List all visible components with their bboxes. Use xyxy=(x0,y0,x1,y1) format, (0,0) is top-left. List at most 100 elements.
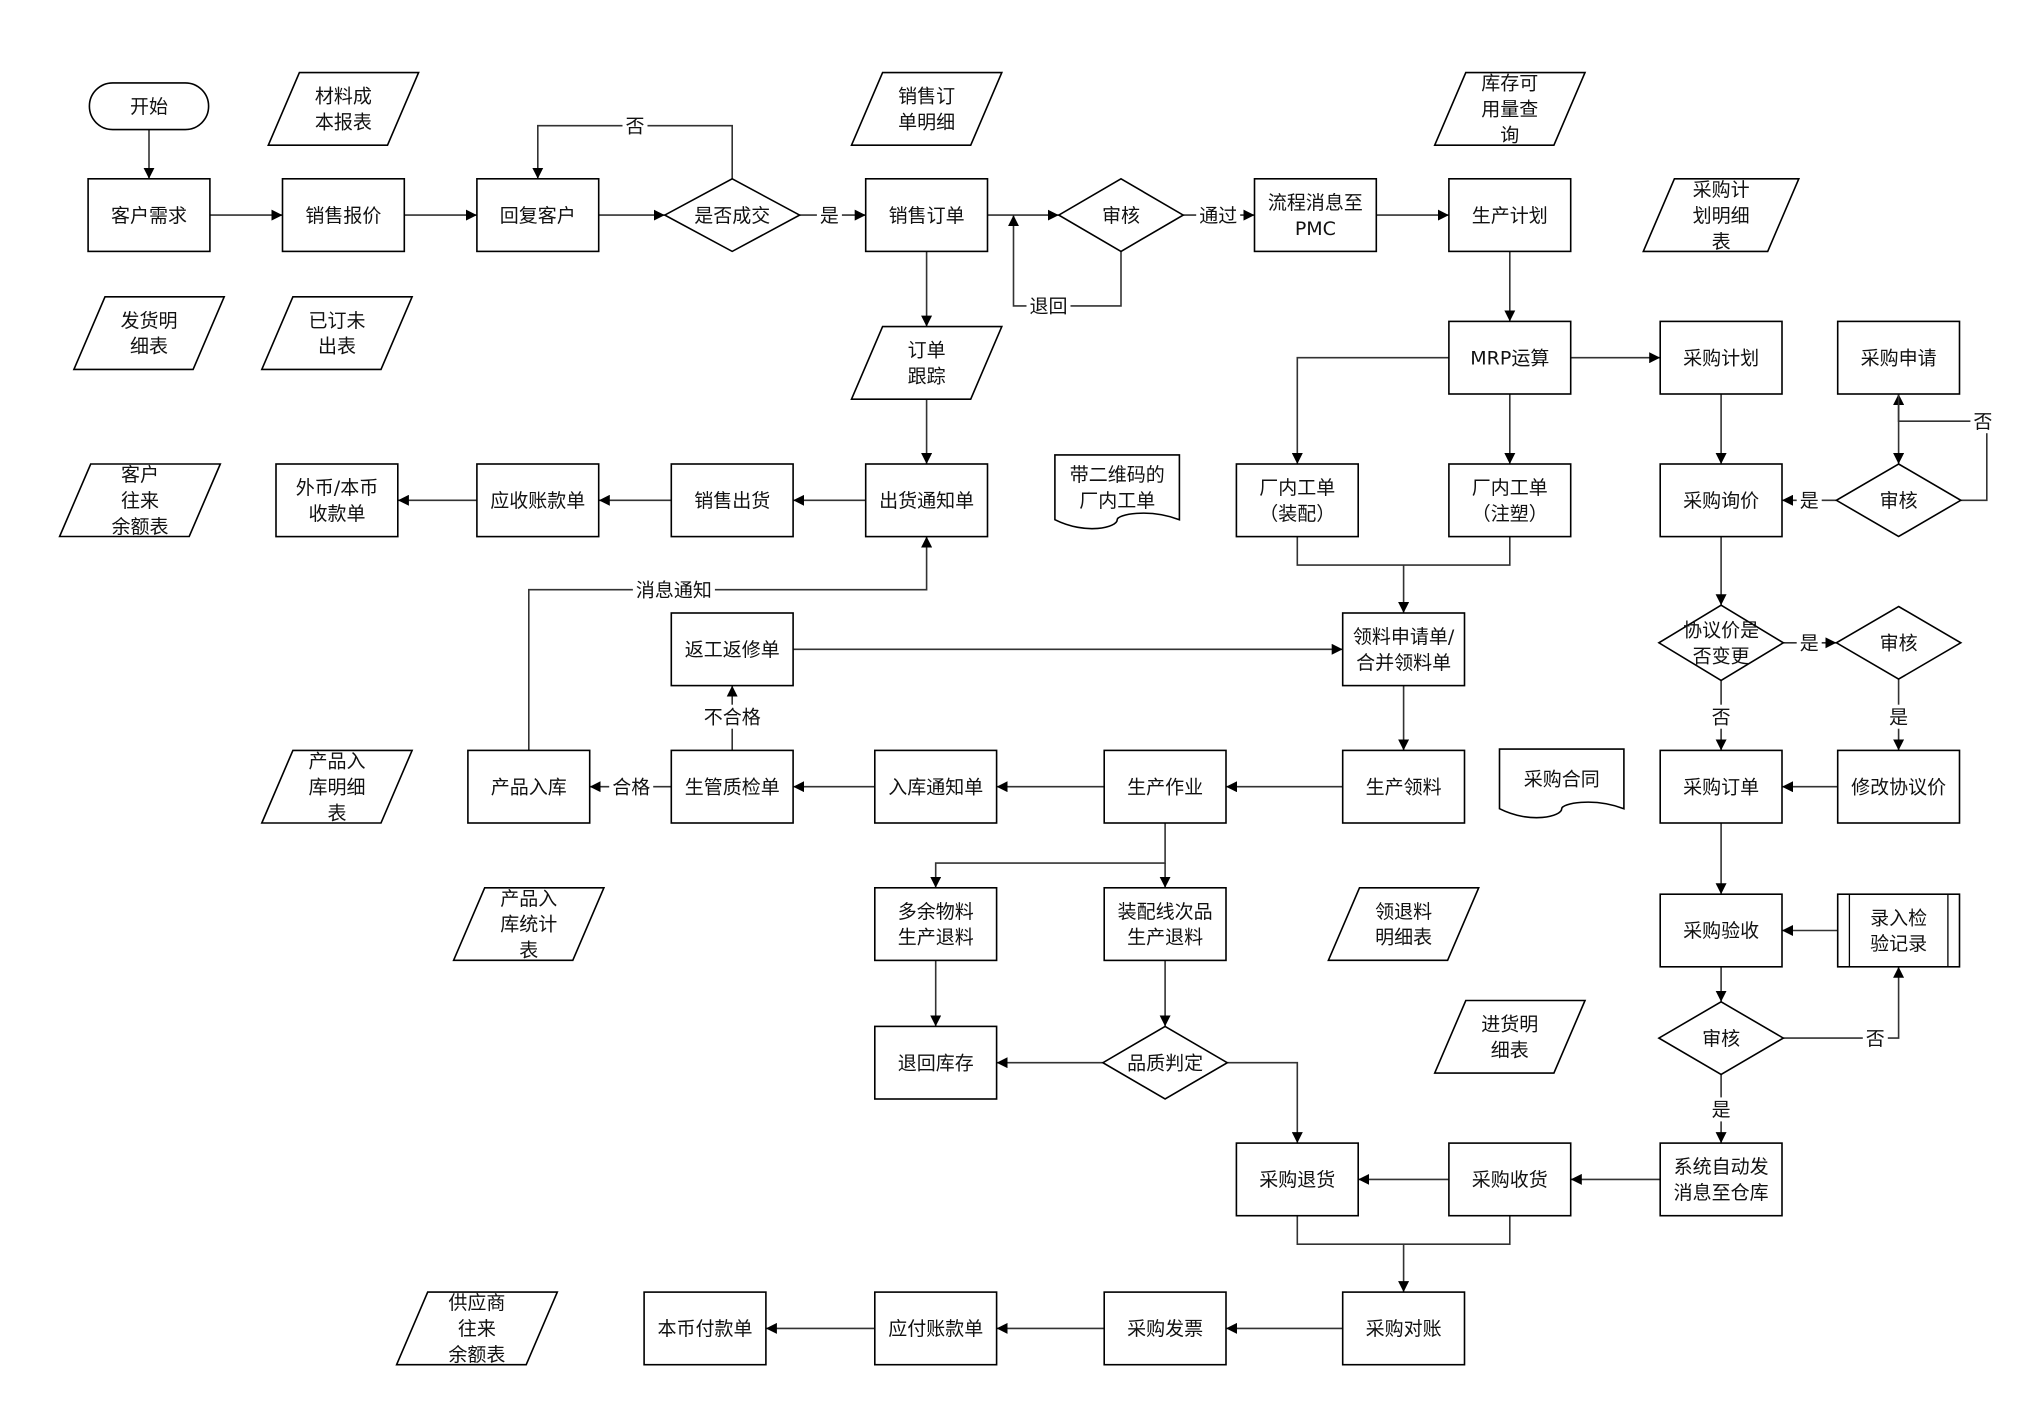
edge-label-bg xyxy=(1796,488,1822,513)
node-sales-delivery: 销售出货 xyxy=(670,463,794,538)
node-production-operation: 生产作业 xyxy=(1103,749,1227,824)
node-shape xyxy=(1659,749,1783,824)
node-supplier-balance: 供应商往来余额表 xyxy=(395,1291,559,1366)
node-label: 审核 xyxy=(1880,632,1918,654)
node-inventory-query: 库存可用量查询 xyxy=(1433,71,1587,146)
edge-label-bg xyxy=(622,113,648,138)
node-shape xyxy=(1341,1291,1466,1366)
node-shape xyxy=(850,71,1004,146)
edge-label-request-yes: 是 xyxy=(1796,488,1822,513)
node-surplus-return: 多余物料生产退料 xyxy=(873,886,998,962)
node-label: 采购申请 xyxy=(1861,347,1937,369)
edge-label-text: 是 xyxy=(1712,1099,1731,1121)
node-purchase-plan: 采购计划 xyxy=(1659,320,1783,395)
node-shape xyxy=(476,463,600,538)
edge-label-bg xyxy=(1196,203,1241,228)
node-label: 厂内工单（注塑） xyxy=(1472,477,1548,525)
node-shape xyxy=(281,178,406,253)
node-label: 审核 xyxy=(1102,205,1140,227)
edge-label-bg xyxy=(609,774,654,799)
node-label: 已订未出表 xyxy=(308,310,365,358)
edge-label-qualified: 合格 xyxy=(609,774,654,799)
node-shape xyxy=(1253,178,1378,253)
node-shape xyxy=(1235,1142,1360,1217)
node-label: 采购对账 xyxy=(1366,1318,1442,1340)
node-shape xyxy=(1341,612,1466,687)
node-deal-decision: 是否成交 xyxy=(663,177,802,253)
node-label: 生产领料 xyxy=(1366,776,1442,798)
node-shape xyxy=(395,1291,559,1366)
node-label: 产品入库 xyxy=(491,776,567,798)
node-receivable-bill: 应收账款单 xyxy=(476,463,600,538)
edge-label-bg xyxy=(1796,630,1822,655)
node-label: 客户需求 xyxy=(111,205,187,227)
node-unshipped-report: 已订未出表 xyxy=(260,296,414,371)
node-label: 厂内工单（装配） xyxy=(1259,477,1335,525)
node-review-request: 审核 xyxy=(1834,463,1963,538)
node-work-order-molding: 厂内工单（注塑） xyxy=(1448,463,1572,538)
node-shape xyxy=(670,749,794,824)
node-shape xyxy=(1834,605,1963,681)
node-shape xyxy=(1836,893,1961,968)
connector-assembly-merge xyxy=(1296,536,1511,566)
node-shape xyxy=(1448,463,1572,538)
node-label: 发货明细表 xyxy=(120,310,177,358)
edge-label-text: 是 xyxy=(820,205,839,227)
node-label: MRP运算 xyxy=(1470,347,1549,369)
node-shape xyxy=(1834,463,1963,538)
node-label: 领料申请单/合并领料单 xyxy=(1353,626,1455,674)
edge-label-text: 不合格 xyxy=(704,706,761,728)
node-label: 采购退货 xyxy=(1259,1169,1335,1191)
node-label: 供应商往来余额表 xyxy=(448,1292,505,1366)
node-purchase-receipt: 采购收货 xyxy=(1448,1142,1572,1217)
edge-label-text: 否 xyxy=(1973,411,1992,433)
node-customer-balance: 客户往来余额表 xyxy=(58,463,222,538)
node-product-in-detail: 产品入库明细表 xyxy=(260,749,414,824)
node-sales-order: 销售订单 xyxy=(864,178,989,253)
edge-label-review-pass: 通过 xyxy=(1196,203,1241,228)
node-shape xyxy=(476,178,600,253)
edge-label-request-no: 否 xyxy=(1970,409,1996,434)
node-currency-receipt: 外币/本币收款单 xyxy=(275,463,399,538)
node-shape xyxy=(1433,999,1587,1074)
node-picking-return-detail: 领退料明细表 xyxy=(1327,887,1480,962)
node-label: 采购验收 xyxy=(1683,920,1759,942)
node-label: 生管质检单 xyxy=(685,776,780,798)
node-shape xyxy=(670,463,794,538)
node-purchase-acceptance: 采购验收 xyxy=(1659,893,1783,968)
node-shape xyxy=(1433,71,1587,146)
node-incoming-detail: 进货明细表 xyxy=(1433,999,1587,1074)
node-shape xyxy=(1103,886,1227,962)
node-quality-inspection: 生管质检单 xyxy=(670,749,794,824)
node-shape xyxy=(643,1291,767,1366)
node-product-in-stats: 产品入库统计表 xyxy=(452,887,606,962)
node-purchase-request: 采购申请 xyxy=(1836,320,1961,395)
node-purchase-order: 采购订单 xyxy=(1659,749,1783,824)
node-auto-msg-warehouse: 系统自动发消息至仓库 xyxy=(1659,1142,1783,1217)
node-purchase-contract: 采购合同 xyxy=(1498,748,1625,819)
node-label: 开始 xyxy=(130,96,168,118)
edge-label-bg xyxy=(1886,704,1912,729)
edge-label-bg xyxy=(816,203,842,228)
node-label: 生产计划 xyxy=(1472,205,1548,227)
node-label: 采购合同 xyxy=(1524,769,1600,791)
edge-label-deal-yes: 是 xyxy=(816,203,842,228)
edge-label-text: 否 xyxy=(1712,706,1731,728)
edge-label-bg xyxy=(1862,1026,1888,1051)
connector-mrp-to-assembly xyxy=(1291,356,1449,464)
node-label: 装配线次品生产退料 xyxy=(1118,901,1213,949)
node-review-acceptance: 审核 xyxy=(1657,1000,1785,1076)
node-label: 应付账款单 xyxy=(888,1318,983,1340)
node-shape xyxy=(275,463,399,538)
node-shape xyxy=(1327,887,1480,962)
node-label: 外币/本币收款单 xyxy=(296,477,378,525)
node-shape xyxy=(1657,1000,1785,1076)
node-shape xyxy=(1836,749,1961,824)
node-shape xyxy=(1235,463,1360,538)
node-production-plan: 生产计划 xyxy=(1448,178,1572,253)
node-shape xyxy=(260,296,414,371)
node-label: 应收账款单 xyxy=(490,490,585,512)
node-shape xyxy=(873,1291,998,1366)
edge-label-acceptance-no: 否 xyxy=(1862,1026,1888,1051)
node-shape xyxy=(1659,893,1783,968)
